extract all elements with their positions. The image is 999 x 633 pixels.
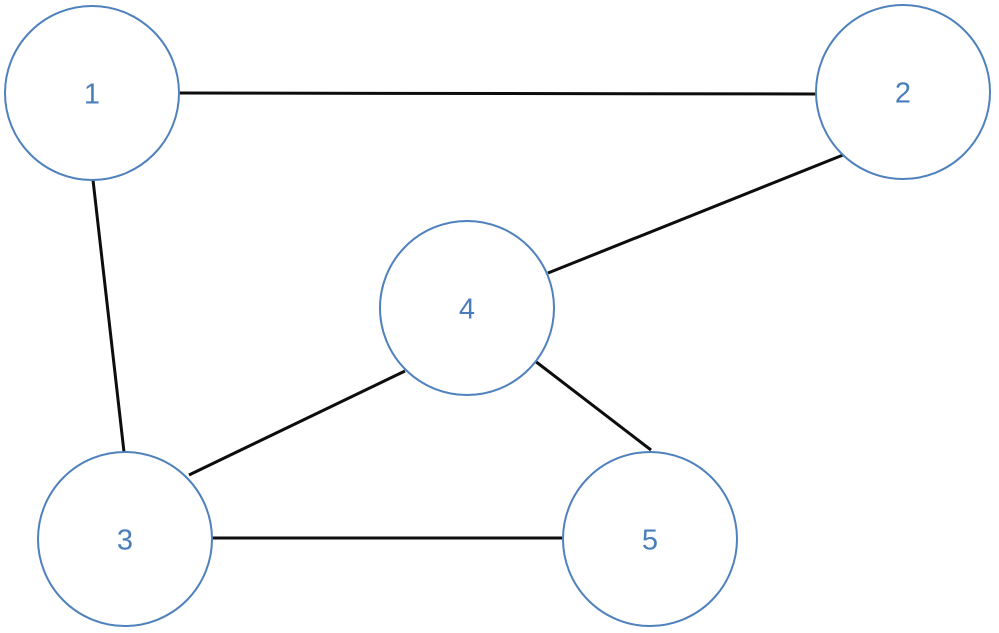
node-label-5: 5 bbox=[642, 524, 658, 556]
graph-node-2: 2 bbox=[815, 4, 991, 180]
graph-edge-2-4 bbox=[547, 153, 844, 275]
node-circle-1 bbox=[4, 5, 180, 181]
node-circle-2 bbox=[815, 4, 991, 180]
graph-edge-4-5 bbox=[534, 359, 652, 452]
graph-edge-1-2 bbox=[178, 91, 818, 96]
node-label-1: 1 bbox=[84, 78, 100, 110]
node-circle-5 bbox=[562, 451, 738, 627]
node-label-4: 4 bbox=[459, 293, 475, 325]
node-circle-3 bbox=[37, 451, 213, 627]
nodes-layer: 1 2 3 4 5 bbox=[4, 4, 991, 627]
graph-node-5: 5 bbox=[562, 451, 738, 627]
node-label-2: 2 bbox=[895, 77, 911, 109]
node-circle-4 bbox=[379, 220, 555, 396]
graph-edge-1-3 bbox=[91, 179, 126, 453]
edges-layer bbox=[91, 91, 844, 540]
graph-node-1: 1 bbox=[4, 5, 180, 181]
graph-node-3: 3 bbox=[37, 451, 213, 627]
node-label-3: 3 bbox=[117, 524, 133, 556]
graph-edge-4-3 bbox=[188, 369, 406, 477]
graph-node-4: 4 bbox=[379, 220, 555, 396]
